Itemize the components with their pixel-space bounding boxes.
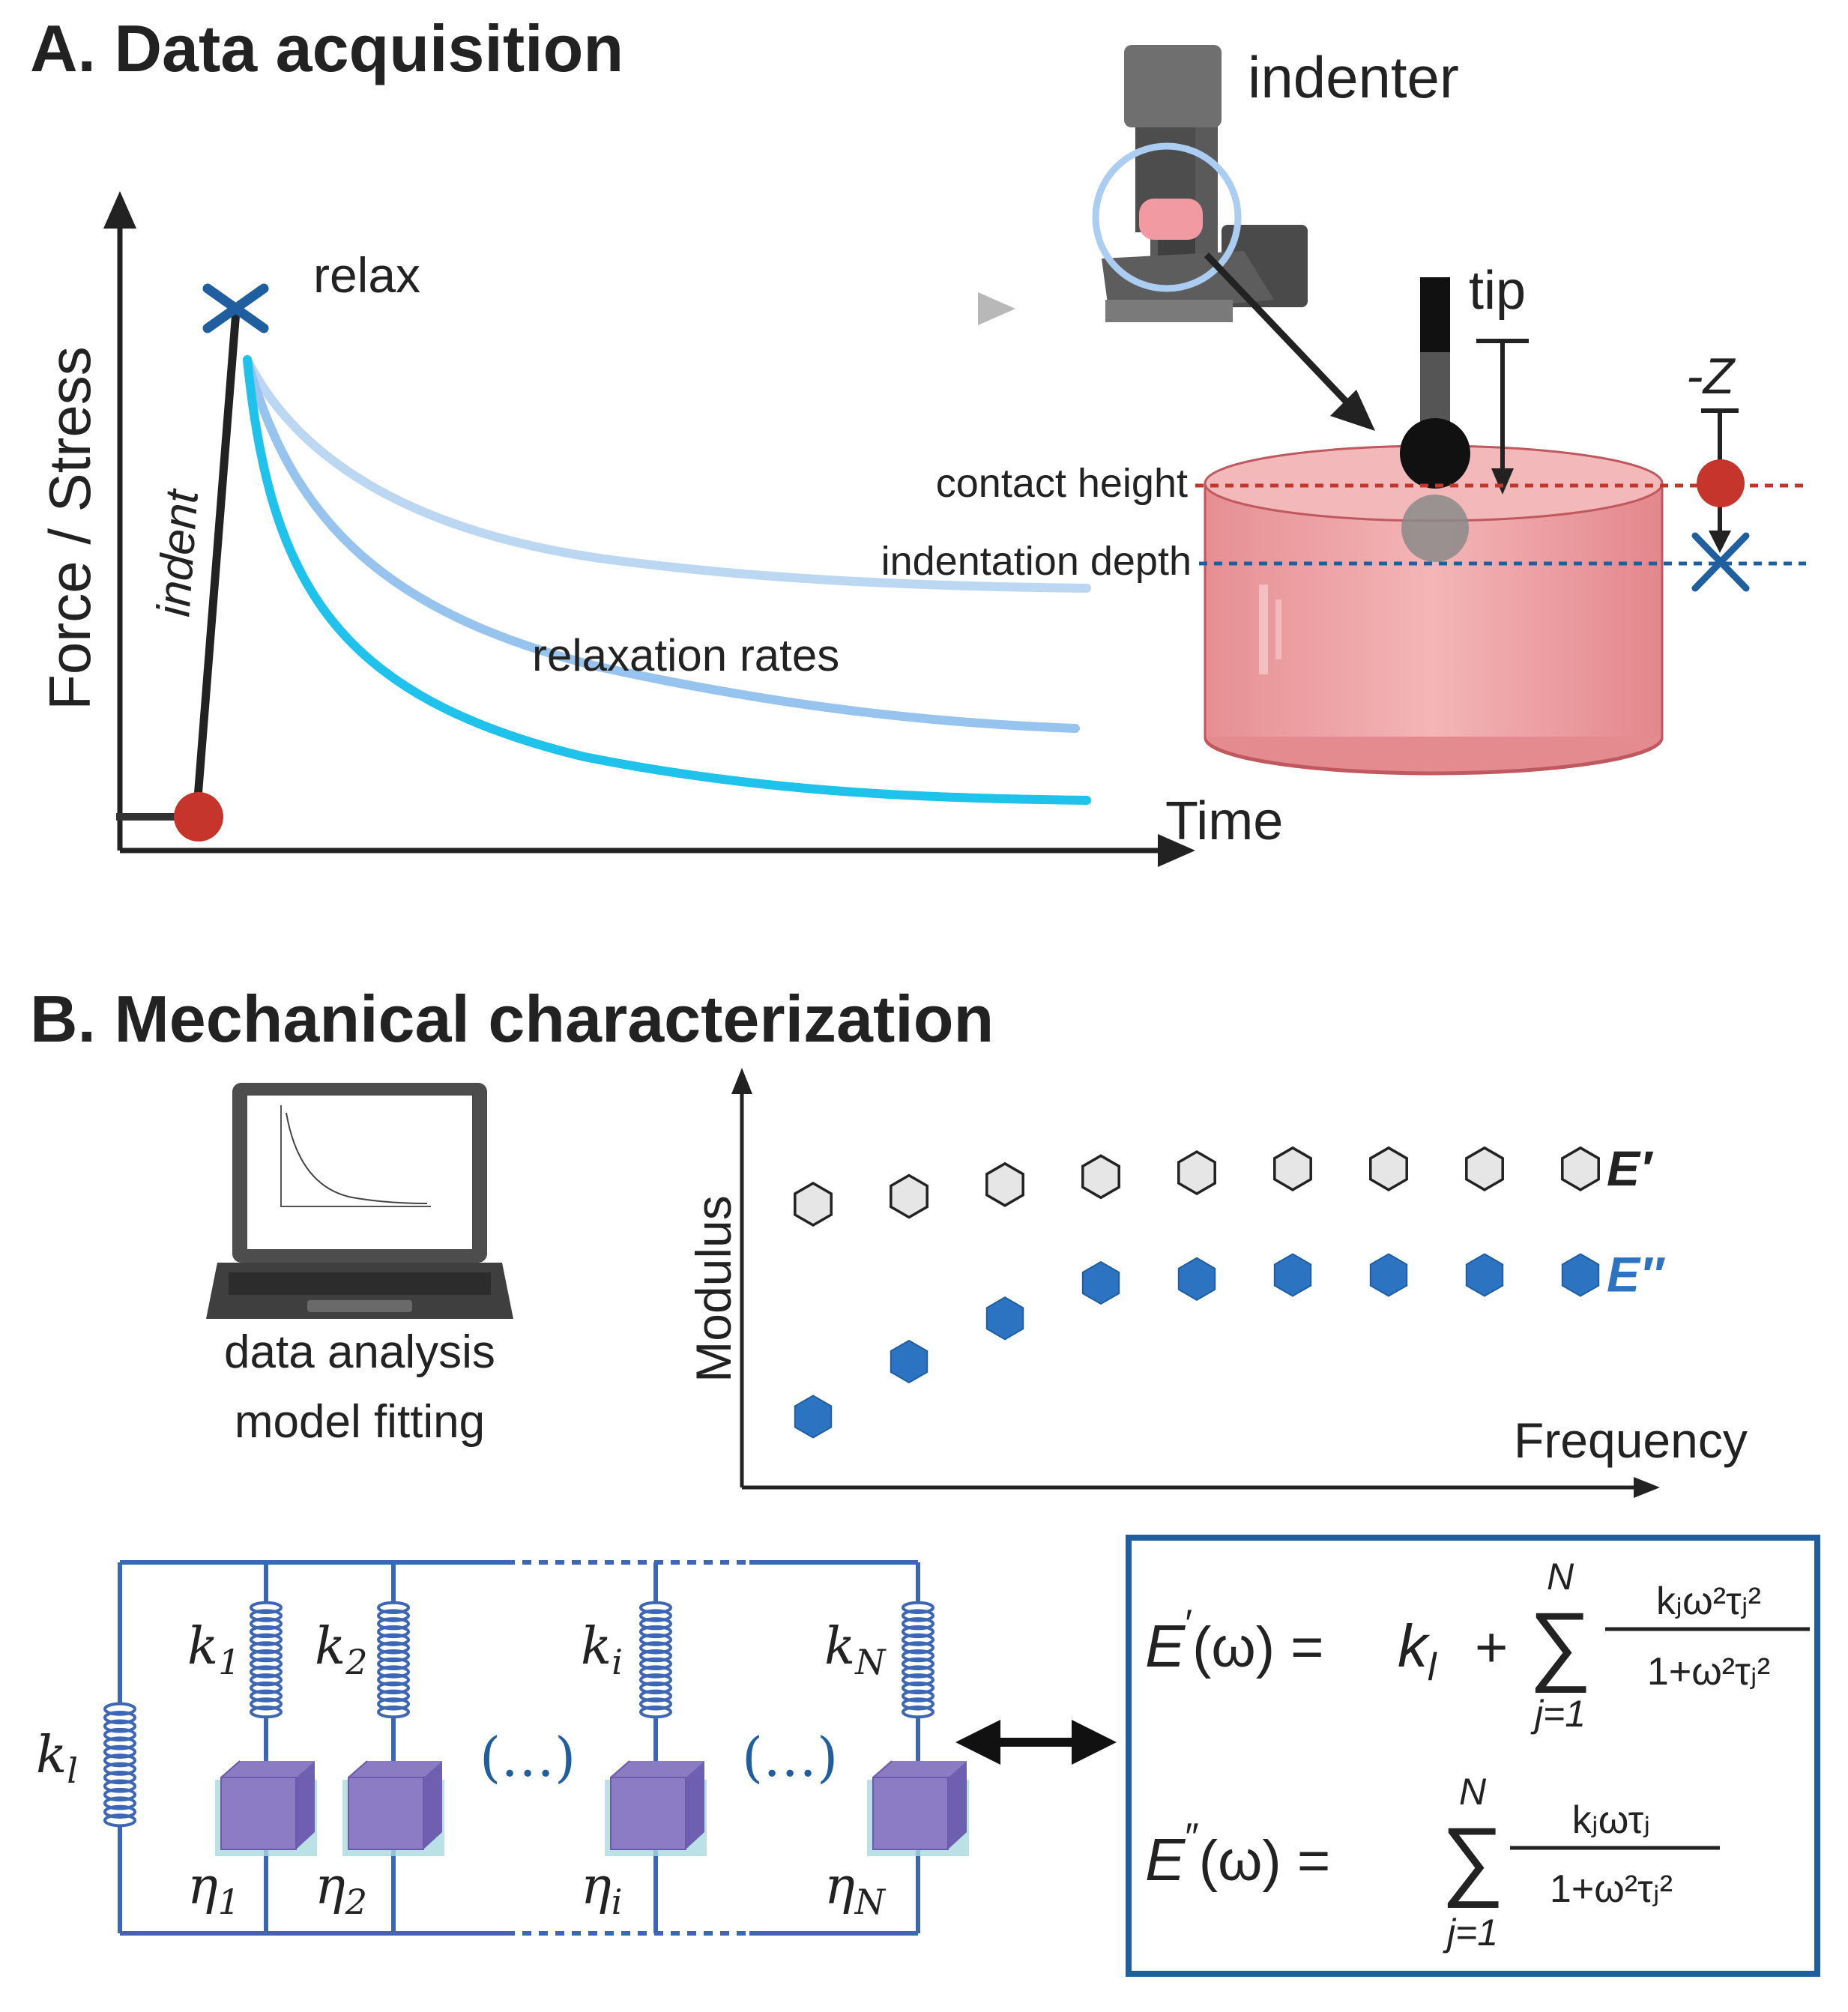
panel-b-title: B. Mechanical characterization bbox=[30, 982, 994, 1056]
e-prime-numerator: kⱼω²τⱼ² bbox=[1656, 1580, 1761, 1623]
spring-label-k2: k2 bbox=[315, 1617, 368, 1682]
spring-label-kl: kl bbox=[36, 1726, 78, 1791]
damper-etan bbox=[867, 1760, 969, 1856]
neg-z-label: -Z bbox=[1686, 348, 1736, 405]
tip-depth-arrow bbox=[1476, 339, 1529, 472]
e-double-prime-point-8 bbox=[1465, 1253, 1504, 1297]
spring-label-kn: kN bbox=[824, 1617, 887, 1682]
damper-etai bbox=[605, 1760, 707, 1856]
damper-label-eta1: η1 bbox=[187, 1857, 240, 1922]
laptop-caption-line-2: model fitting bbox=[235, 1396, 485, 1448]
relaxation-curve-medium bbox=[243, 355, 1080, 733]
neg-z-contact-marker bbox=[1697, 459, 1745, 507]
ellipsis-right: (…) bbox=[742, 1726, 838, 1789]
generalized-maxwell-model bbox=[103, 1560, 969, 1936]
indent-label: indent bbox=[148, 486, 208, 618]
e-double-prime-point-3 bbox=[985, 1296, 1024, 1341]
e-double-prime-point-5 bbox=[1177, 1257, 1216, 1301]
e-double-prime-numerator: kⱼωτⱼ bbox=[1572, 1798, 1651, 1842]
damper-eta2 bbox=[342, 1760, 444, 1856]
e-prime-point-7 bbox=[1369, 1146, 1408, 1191]
y-axis-label: Force / Stress bbox=[37, 346, 103, 710]
indenter-tip bbox=[1400, 277, 1470, 562]
e-prime-point-8 bbox=[1465, 1146, 1504, 1191]
spring-k1 bbox=[250, 1601, 283, 1719]
contact-point-marker bbox=[174, 792, 223, 842]
legend-e-prime: E′ bbox=[1607, 1141, 1654, 1196]
spring-kn bbox=[902, 1601, 934, 1719]
indenter-label: indenter bbox=[1248, 44, 1459, 110]
e-double-prime-sum-sign: ∑ bbox=[1441, 1810, 1504, 1909]
contact-height-label: contact height bbox=[936, 461, 1188, 506]
chart-y-label: Modulus bbox=[686, 1195, 741, 1382]
legend-e-double-prime: E″ bbox=[1607, 1247, 1665, 1302]
damper-label-etai: ηi bbox=[581, 1857, 622, 1922]
relaxation-rates-label: relaxation rates bbox=[532, 630, 839, 680]
damper-label-eta2: η2 bbox=[315, 1857, 367, 1922]
equation-box: E′(ω) = kl + N ∑ j=1 kⱼω²τⱼ² 1+ω²τⱼ² E″(… bbox=[1126, 1535, 1820, 1977]
model-equation-double-arrow bbox=[955, 1720, 1117, 1765]
spring-kl bbox=[103, 1702, 136, 1828]
e-double-prime-point-1 bbox=[794, 1395, 833, 1439]
zoom-pointer-arrow bbox=[1204, 252, 1356, 411]
e-prime-sum-sign: ∑ bbox=[1529, 1595, 1592, 1694]
modulus-chart: Modulus Frequency E′ E″ bbox=[686, 1068, 1748, 1498]
relax-label: relax bbox=[313, 247, 420, 303]
ellipsis-left: (…) bbox=[480, 1726, 576, 1789]
laptop-icon bbox=[206, 1083, 513, 1319]
e-prime-lhs: E′(ω) = bbox=[1145, 1602, 1324, 1679]
e-prime-kl: kl bbox=[1398, 1613, 1437, 1689]
chart-y-arrow bbox=[731, 1068, 752, 1094]
damper-label-etan: ηN bbox=[824, 1857, 887, 1922]
tip-label: tip bbox=[1469, 261, 1526, 321]
e-double-prime-denominator: 1+ω²τⱼ² bbox=[1550, 1867, 1673, 1911]
spring-ki bbox=[639, 1601, 672, 1719]
e-double-prime-point-4 bbox=[1081, 1260, 1120, 1305]
e-double-prime-sum-bottom: j=1 bbox=[1443, 1912, 1498, 1954]
e-double-prime-point-2 bbox=[890, 1339, 928, 1384]
e-prime-point-1 bbox=[794, 1181, 833, 1227]
e-prime-point-9 bbox=[1561, 1146, 1600, 1191]
peak-x-marker bbox=[202, 283, 269, 333]
relaxation-curve-fast bbox=[243, 355, 1091, 805]
e-prime-sum-bottom: j=1 bbox=[1530, 1693, 1586, 1735]
force-time-axes bbox=[103, 191, 1195, 867]
neg-z-depth-marker bbox=[1691, 532, 1750, 592]
e-prime-sum-top: N bbox=[1547, 1556, 1574, 1598]
e-double-prime-point-7 bbox=[1369, 1253, 1408, 1297]
damper-eta1 bbox=[215, 1760, 317, 1856]
panel-a-title: A. Data acquisition bbox=[30, 11, 623, 85]
e-prime-point-2 bbox=[890, 1173, 928, 1219]
e-prime-point-5 bbox=[1177, 1150, 1216, 1196]
e-prime-denominator: 1+ω²τⱼ² bbox=[1647, 1650, 1770, 1694]
chart-x-label: Frequency bbox=[1514, 1413, 1748, 1468]
e-prime-point-4 bbox=[1081, 1154, 1120, 1200]
e-prime-point-3 bbox=[985, 1161, 1024, 1207]
chart-x-arrow bbox=[1634, 1477, 1660, 1498]
laptop-caption-line-1: data analysis bbox=[224, 1326, 495, 1378]
e-prime-plus: + bbox=[1475, 1616, 1508, 1679]
e-double-prime-sum-top: N bbox=[1459, 1771, 1487, 1813]
e-double-prime-point-9 bbox=[1561, 1253, 1600, 1297]
e-prime-point-6 bbox=[1273, 1146, 1312, 1191]
e-double-prime-point-6 bbox=[1273, 1253, 1312, 1297]
indent-ramp bbox=[192, 310, 241, 818]
indenter-zoom-ring bbox=[1092, 142, 1242, 292]
spring-k2 bbox=[377, 1601, 410, 1719]
e-double-prime-lhs: E″(ω) = bbox=[1145, 1816, 1330, 1893]
indentation-depth-label: indentation depth bbox=[881, 539, 1192, 584]
x-axis-label: Time bbox=[1165, 791, 1283, 851]
spring-label-k1: k1 bbox=[187, 1617, 241, 1682]
relaxation-curve-slow bbox=[243, 355, 1091, 593]
spring-label-ki: ki bbox=[581, 1617, 623, 1682]
